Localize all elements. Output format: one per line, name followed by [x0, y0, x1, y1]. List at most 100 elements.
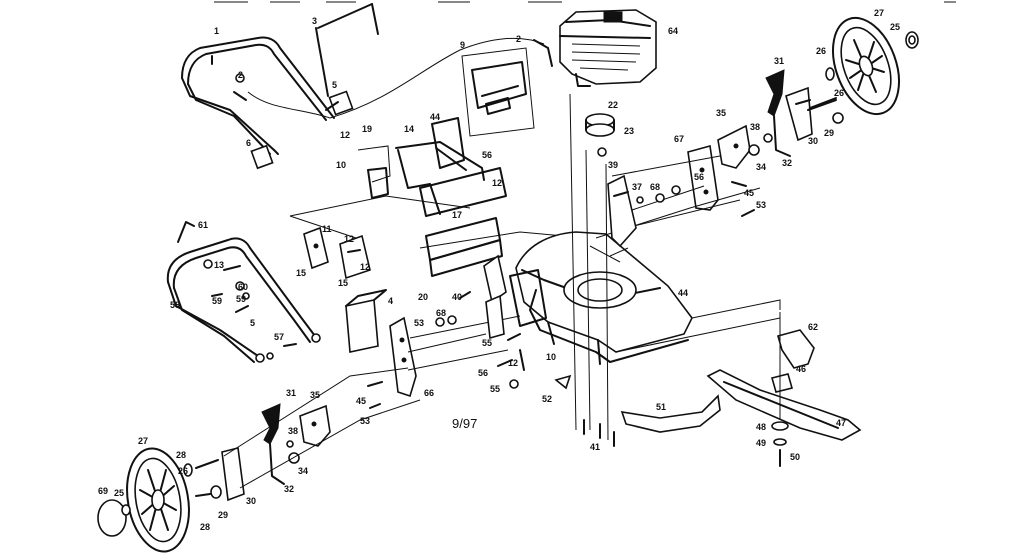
label-blade-bolt-50: 50: [790, 452, 800, 462]
rear-baffle-bracket: [461, 47, 535, 137]
crankshaft-lines: [569, 93, 609, 441]
label-hinge-bolt: 10: [336, 160, 346, 170]
label-blade-bolt: 41: [590, 442, 600, 452]
label-washer-26-bottom: 28: [176, 450, 186, 460]
label-baffle-51: 51: [656, 402, 666, 412]
label-pin-56: 56: [482, 150, 492, 160]
label-nut-12-mid: 12: [508, 358, 518, 368]
pivot-39-right: [607, 174, 637, 248]
label-bolt-56-lower: 56: [478, 368, 488, 378]
bail-wire: [315, 3, 379, 97]
label-knob-lower: 5: [250, 318, 255, 328]
baffle-4: [345, 289, 387, 353]
label-cover-62: 62: [808, 322, 818, 332]
date-code: 9/97: [452, 416, 477, 431]
hub-cap-top: [905, 31, 919, 49]
label-nut-bottom-29: 29: [218, 510, 228, 520]
label-bracket-60: 60: [238, 282, 248, 292]
label-rear-door-pin: 11: [322, 224, 332, 234]
label-handle-mount: 13: [214, 260, 224, 270]
label-blade: 47: [836, 418, 846, 428]
label-cable-61: 61: [198, 220, 208, 230]
rear-pivot-39: [483, 254, 507, 340]
label-bolt-37-mid: 40: [452, 292, 462, 302]
cover-62: [777, 329, 815, 369]
label-lever-32-bottom: 32: [284, 484, 294, 494]
wheel-top-right: [832, 16, 900, 116]
label-screw-45-bottom: 45: [356, 396, 366, 406]
hinge-plate-mid: [339, 234, 371, 280]
bracket-30-top: [785, 86, 837, 142]
label-bolt-56-upper: 56: [694, 172, 704, 182]
blade-adapter: [771, 373, 793, 393]
handle-knob-upper: [325, 90, 354, 116]
control-cable: [247, 37, 553, 119]
label-bolt-59: 59: [212, 296, 222, 306]
left-side-bracket: [389, 316, 417, 398]
cable-clip-small: [233, 73, 247, 101]
label-washer-bottom: 28: [200, 522, 210, 532]
right-side-plate: [687, 144, 719, 211]
label-cable-tie: 5: [332, 80, 337, 90]
label-bolt-26-bottom: 26: [178, 466, 188, 476]
label-wheel-plate-bottom: 35: [310, 390, 320, 400]
label-washer-top: 26: [816, 46, 826, 56]
label-rear-baffle-bracket: 9: [460, 40, 465, 50]
baffle-51: [620, 394, 721, 433]
part-labels: 1 2 2 3 5 6 9 64 10 19 12 14 44 56 12 17…: [98, 8, 900, 532]
hinge-plate-left: [303, 226, 329, 270]
label-nut-upper: 12: [344, 234, 354, 244]
label-axle-bolt-top: 26: [834, 88, 844, 98]
left-axle-line: [407, 315, 521, 371]
cap-52: [554, 374, 572, 390]
label-nut-right: 12: [492, 178, 502, 188]
label-bolt-19: 19: [362, 124, 372, 134]
label-lock-washer: 49: [756, 438, 766, 448]
label-handle-57: 57: [274, 332, 284, 342]
blade: [706, 369, 862, 441]
label-bracket-30-top: 30: [808, 136, 818, 146]
screws-left-center: [367, 291, 525, 409]
label-baffle-44: 44: [430, 112, 440, 122]
label-cover: 17: [452, 210, 462, 220]
label-screw-53-top: 53: [756, 200, 766, 210]
small-parts-top-right: [636, 133, 773, 217]
label-handle-lower: 58: [170, 300, 180, 310]
hub-cap-bottom: [97, 499, 131, 537]
label-nut-top-29: 29: [824, 128, 834, 138]
height-adjuster-top: [765, 69, 791, 157]
label-hub-cap-top: 25: [890, 22, 900, 32]
label-label-10-low: 10: [546, 352, 556, 362]
label-cap-52: 52: [542, 394, 552, 404]
label-screw-45-top: 45: [744, 188, 754, 198]
wheel-plate-bottom: [299, 404, 331, 447]
blade-guide-lines: [615, 299, 781, 353]
label-bolt-68-mid: 68: [436, 308, 446, 318]
label-nut-55: 55: [482, 338, 492, 348]
label-knob-upper: 6: [246, 138, 251, 148]
label-bolt-55: 55: [490, 384, 500, 394]
label-bracket-66: 66: [424, 388, 434, 398]
small-parts-bottom-left: [183, 440, 300, 499]
label-handle-upper: 1: [214, 26, 219, 36]
label-bolt-37: 37: [632, 182, 642, 192]
cable-61: [177, 221, 195, 243]
upper-handle: [181, 36, 335, 155]
label-link-left: 15: [296, 268, 306, 278]
label-screw-53-bottom: 53: [360, 416, 370, 426]
label-hub-cap-bottom: 25: [114, 488, 124, 498]
label-lever-32-top: 32: [782, 158, 792, 168]
label-cap-69: 69: [98, 486, 108, 496]
bracket-30-bottom: [221, 447, 245, 502]
label-bolt-59-lower: 59: [236, 294, 246, 304]
label-screw-53-mid: 53: [414, 318, 424, 328]
label-spring: 12: [340, 130, 350, 140]
label-rear-door: 14: [404, 124, 414, 134]
blade-bolts-41: [583, 419, 615, 447]
lower-handle-bolts: [203, 259, 297, 360]
left-axle-lines: [223, 367, 421, 489]
label-bolt-68-top: 68: [650, 182, 660, 192]
label-deck: 44: [678, 288, 688, 298]
label-height-adjuster-bottom: 31: [286, 388, 296, 398]
